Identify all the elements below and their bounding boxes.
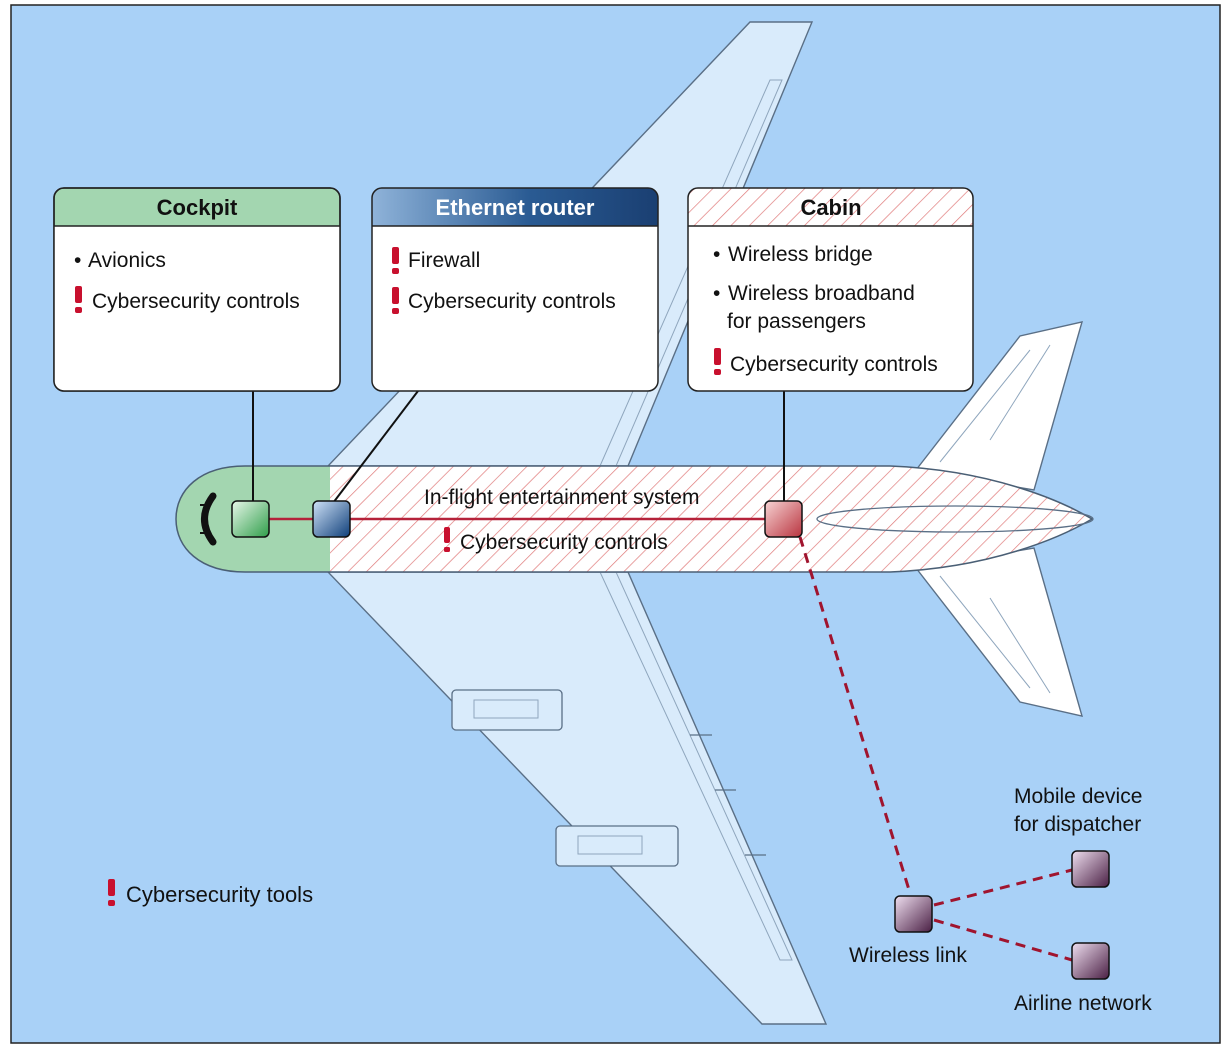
cockpit-node	[231, 500, 270, 538]
cockpit-item-avionics: Avionics	[88, 249, 166, 272]
router-connector	[332, 390, 419, 504]
mobile-device-label-line2: for dispatcher	[1014, 813, 1141, 836]
exclamation-icon	[392, 247, 399, 264]
cockpit-box: Cockpit • Avionics Cybersecurity control…	[53, 187, 341, 392]
engine-outer	[555, 825, 679, 867]
legend-label: Cybersecurity tools	[126, 882, 313, 907]
wireless-link-dashed	[798, 536, 912, 894]
router-box: Ethernet router Firewall Cybersecurity c…	[371, 187, 659, 392]
exclamation-icon	[392, 287, 399, 304]
cabin-item-wireless-bridge: Wireless bridge	[728, 243, 873, 266]
airline-network-label: Airline network	[1014, 992, 1152, 1015]
airline-network-node	[1071, 942, 1110, 980]
dispatcher-link-dashed	[933, 868, 1073, 907]
cockpit-item-cybersecurity: Cybersecurity controls	[92, 290, 300, 313]
cabin-item-cybersecurity: Cybersecurity controls	[730, 353, 938, 376]
bullet-icon: •	[713, 282, 720, 305]
exclamation-icon	[714, 348, 721, 365]
exclamation-icon	[108, 879, 115, 896]
router-node	[312, 500, 351, 538]
exclamation-icon	[75, 286, 82, 303]
router-item-firewall: Firewall	[408, 249, 480, 272]
ife-cybersecurity-label: Cybersecurity controls	[460, 531, 668, 554]
mobile-device-label: Mobile device	[1014, 785, 1142, 808]
mobile-device-node	[1071, 850, 1110, 888]
legend: Cybersecurity tools	[108, 879, 313, 907]
cabin-item-broadband: Wireless broadband	[728, 282, 915, 305]
wireless-link-label: Wireless link	[849, 944, 967, 967]
engine-inner	[451, 689, 563, 731]
cabin-box: Cabin • Wireless bridge • Wireless broad…	[687, 187, 974, 392]
airline-link-dashed	[933, 918, 1073, 962]
cabin-item-broadband-line2: for passengers	[727, 310, 866, 333]
bullet-icon: •	[74, 249, 81, 272]
router-title: Ethernet router	[436, 195, 595, 220]
cabin-title: Cabin	[800, 195, 861, 220]
bullet-icon: •	[713, 243, 720, 266]
ife-title: In-flight entertainment system	[424, 486, 699, 509]
cockpit-title: Cockpit	[157, 195, 238, 220]
cabin-node	[764, 500, 803, 538]
windshield	[201, 492, 217, 546]
exclamation-icon	[444, 527, 450, 543]
wireless-link-node	[894, 895, 933, 933]
router-item-cybersecurity: Cybersecurity controls	[408, 290, 616, 313]
